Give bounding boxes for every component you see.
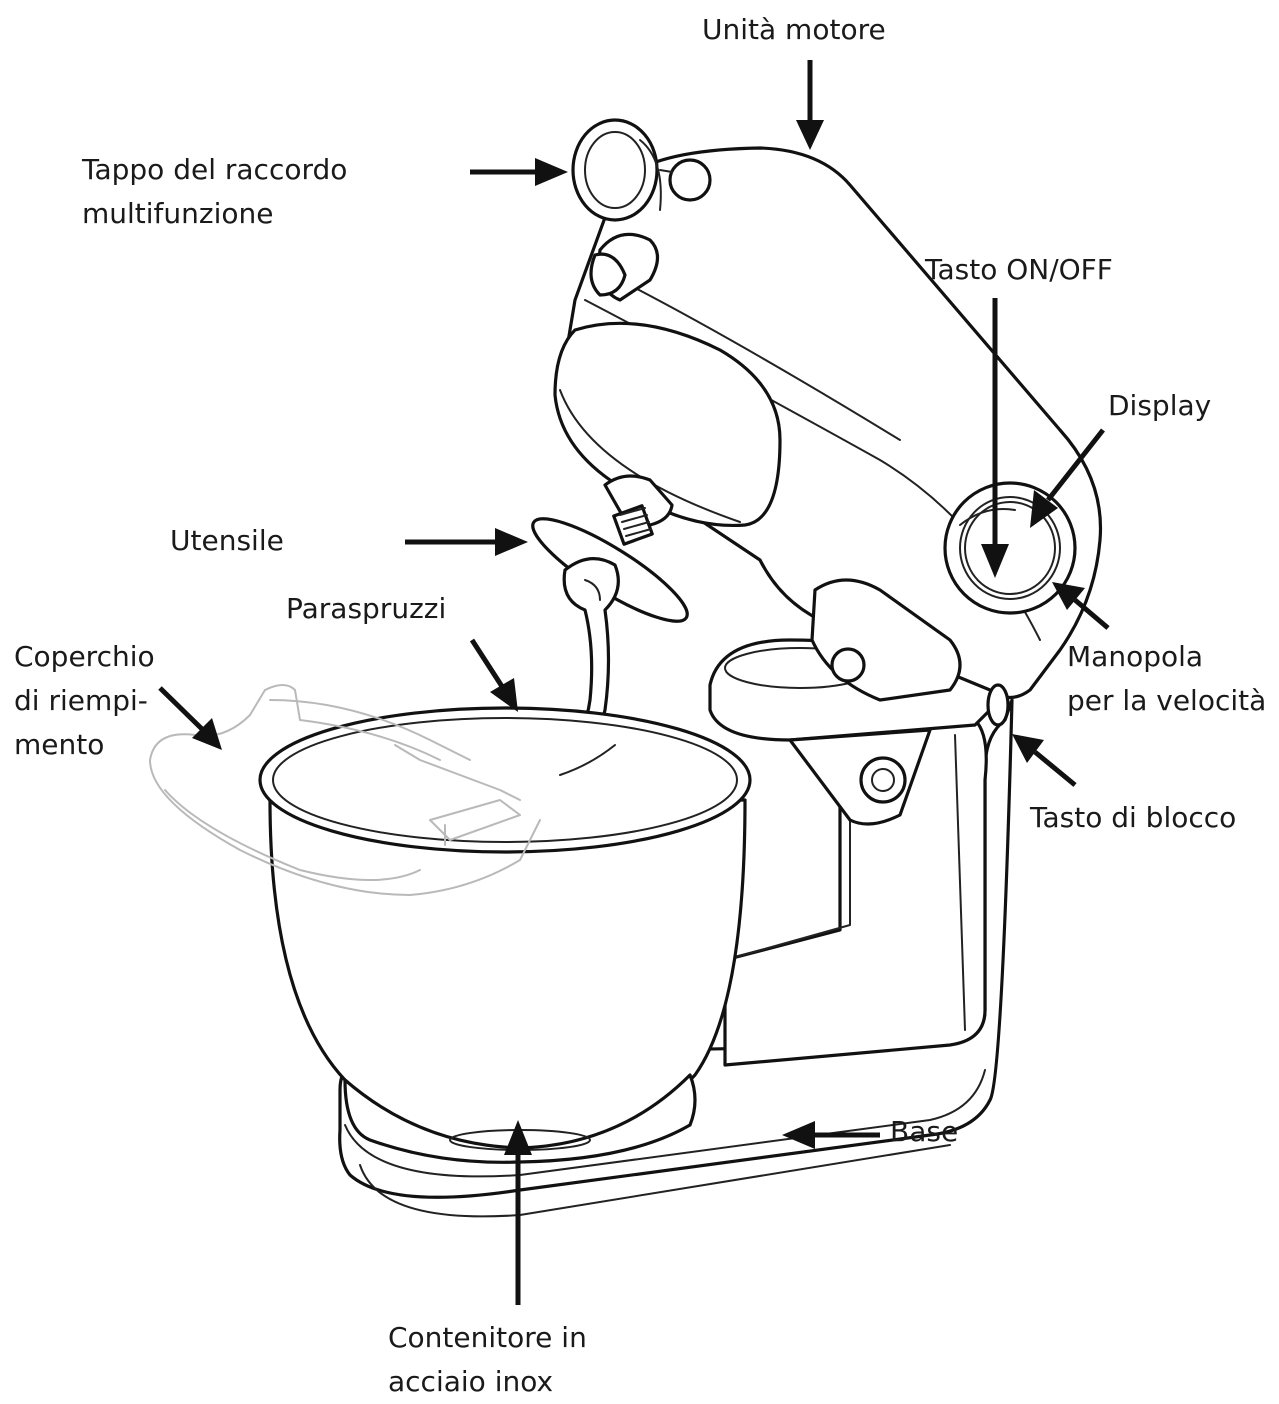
arrow-lock-button bbox=[1012, 734, 1077, 787]
arrow-on-off bbox=[981, 298, 1009, 578]
tool-assembly bbox=[531, 474, 689, 777]
label-bowl: Contenitore in acciaio inox bbox=[388, 1316, 587, 1404]
label-bowl-line2: acciaio inox bbox=[388, 1365, 554, 1398]
label-speed-knob-line1: Manopola bbox=[1067, 640, 1204, 673]
arrow-speed-knob bbox=[1052, 582, 1110, 630]
label-multifunction-cap-line2: multifunzione bbox=[82, 197, 274, 230]
label-on-off-button-text: Tasto ON/OFF bbox=[925, 253, 1113, 286]
label-display-text: Display bbox=[1108, 389, 1212, 422]
arrow-motor-unit bbox=[796, 60, 824, 150]
stainless-bowl bbox=[258, 706, 752, 1164]
label-on-off-button: Tasto ON/OFF bbox=[925, 248, 1113, 292]
label-speed-knob: Manopola per la velocità bbox=[1067, 635, 1266, 723]
label-lock-button-text: Tasto di blocco bbox=[1030, 801, 1237, 834]
label-bowl-line1: Contenitore in bbox=[388, 1321, 587, 1354]
label-fill-lid-line1: Coperchio bbox=[14, 640, 155, 673]
label-motor-unit-text: Unità motore bbox=[702, 13, 886, 46]
arrow-base bbox=[782, 1121, 880, 1149]
fill-lid bbox=[149, 684, 541, 896]
label-motor-unit: Unità motore bbox=[702, 8, 886, 52]
label-splash-guard-text: Paraspruzzi bbox=[286, 592, 447, 625]
label-splash-guard: Paraspruzzi bbox=[286, 587, 446, 631]
label-tool: Utensile bbox=[170, 519, 284, 563]
label-multifunction-cap-line1: Tappo del raccordo bbox=[82, 153, 348, 186]
label-multifunction-cap: Tappo del raccordo multifunzione bbox=[82, 148, 347, 236]
callout-arrows bbox=[158, 60, 1110, 1305]
label-tool-text: Utensile bbox=[170, 524, 284, 557]
label-display: Display bbox=[1108, 384, 1211, 428]
arrow-display bbox=[1030, 428, 1105, 528]
arrow-bowl bbox=[504, 1120, 532, 1305]
label-fill-lid-line3: mento bbox=[14, 728, 105, 761]
label-base: Base bbox=[890, 1110, 958, 1154]
arrow-splash-guard bbox=[469, 638, 518, 712]
arrow-fill-lid bbox=[158, 686, 222, 750]
label-lock-button: Tasto di blocco bbox=[1030, 796, 1236, 840]
label-fill-lid-line2: di riempi- bbox=[14, 684, 148, 717]
label-base-text: Base bbox=[890, 1115, 959, 1148]
arrow-multifunction-cap bbox=[470, 158, 568, 186]
arrow-tool bbox=[405, 528, 528, 556]
label-fill-lid: Coperchio di riempi- mento bbox=[14, 635, 155, 767]
label-speed-knob-line2: per la velocità bbox=[1067, 684, 1267, 717]
